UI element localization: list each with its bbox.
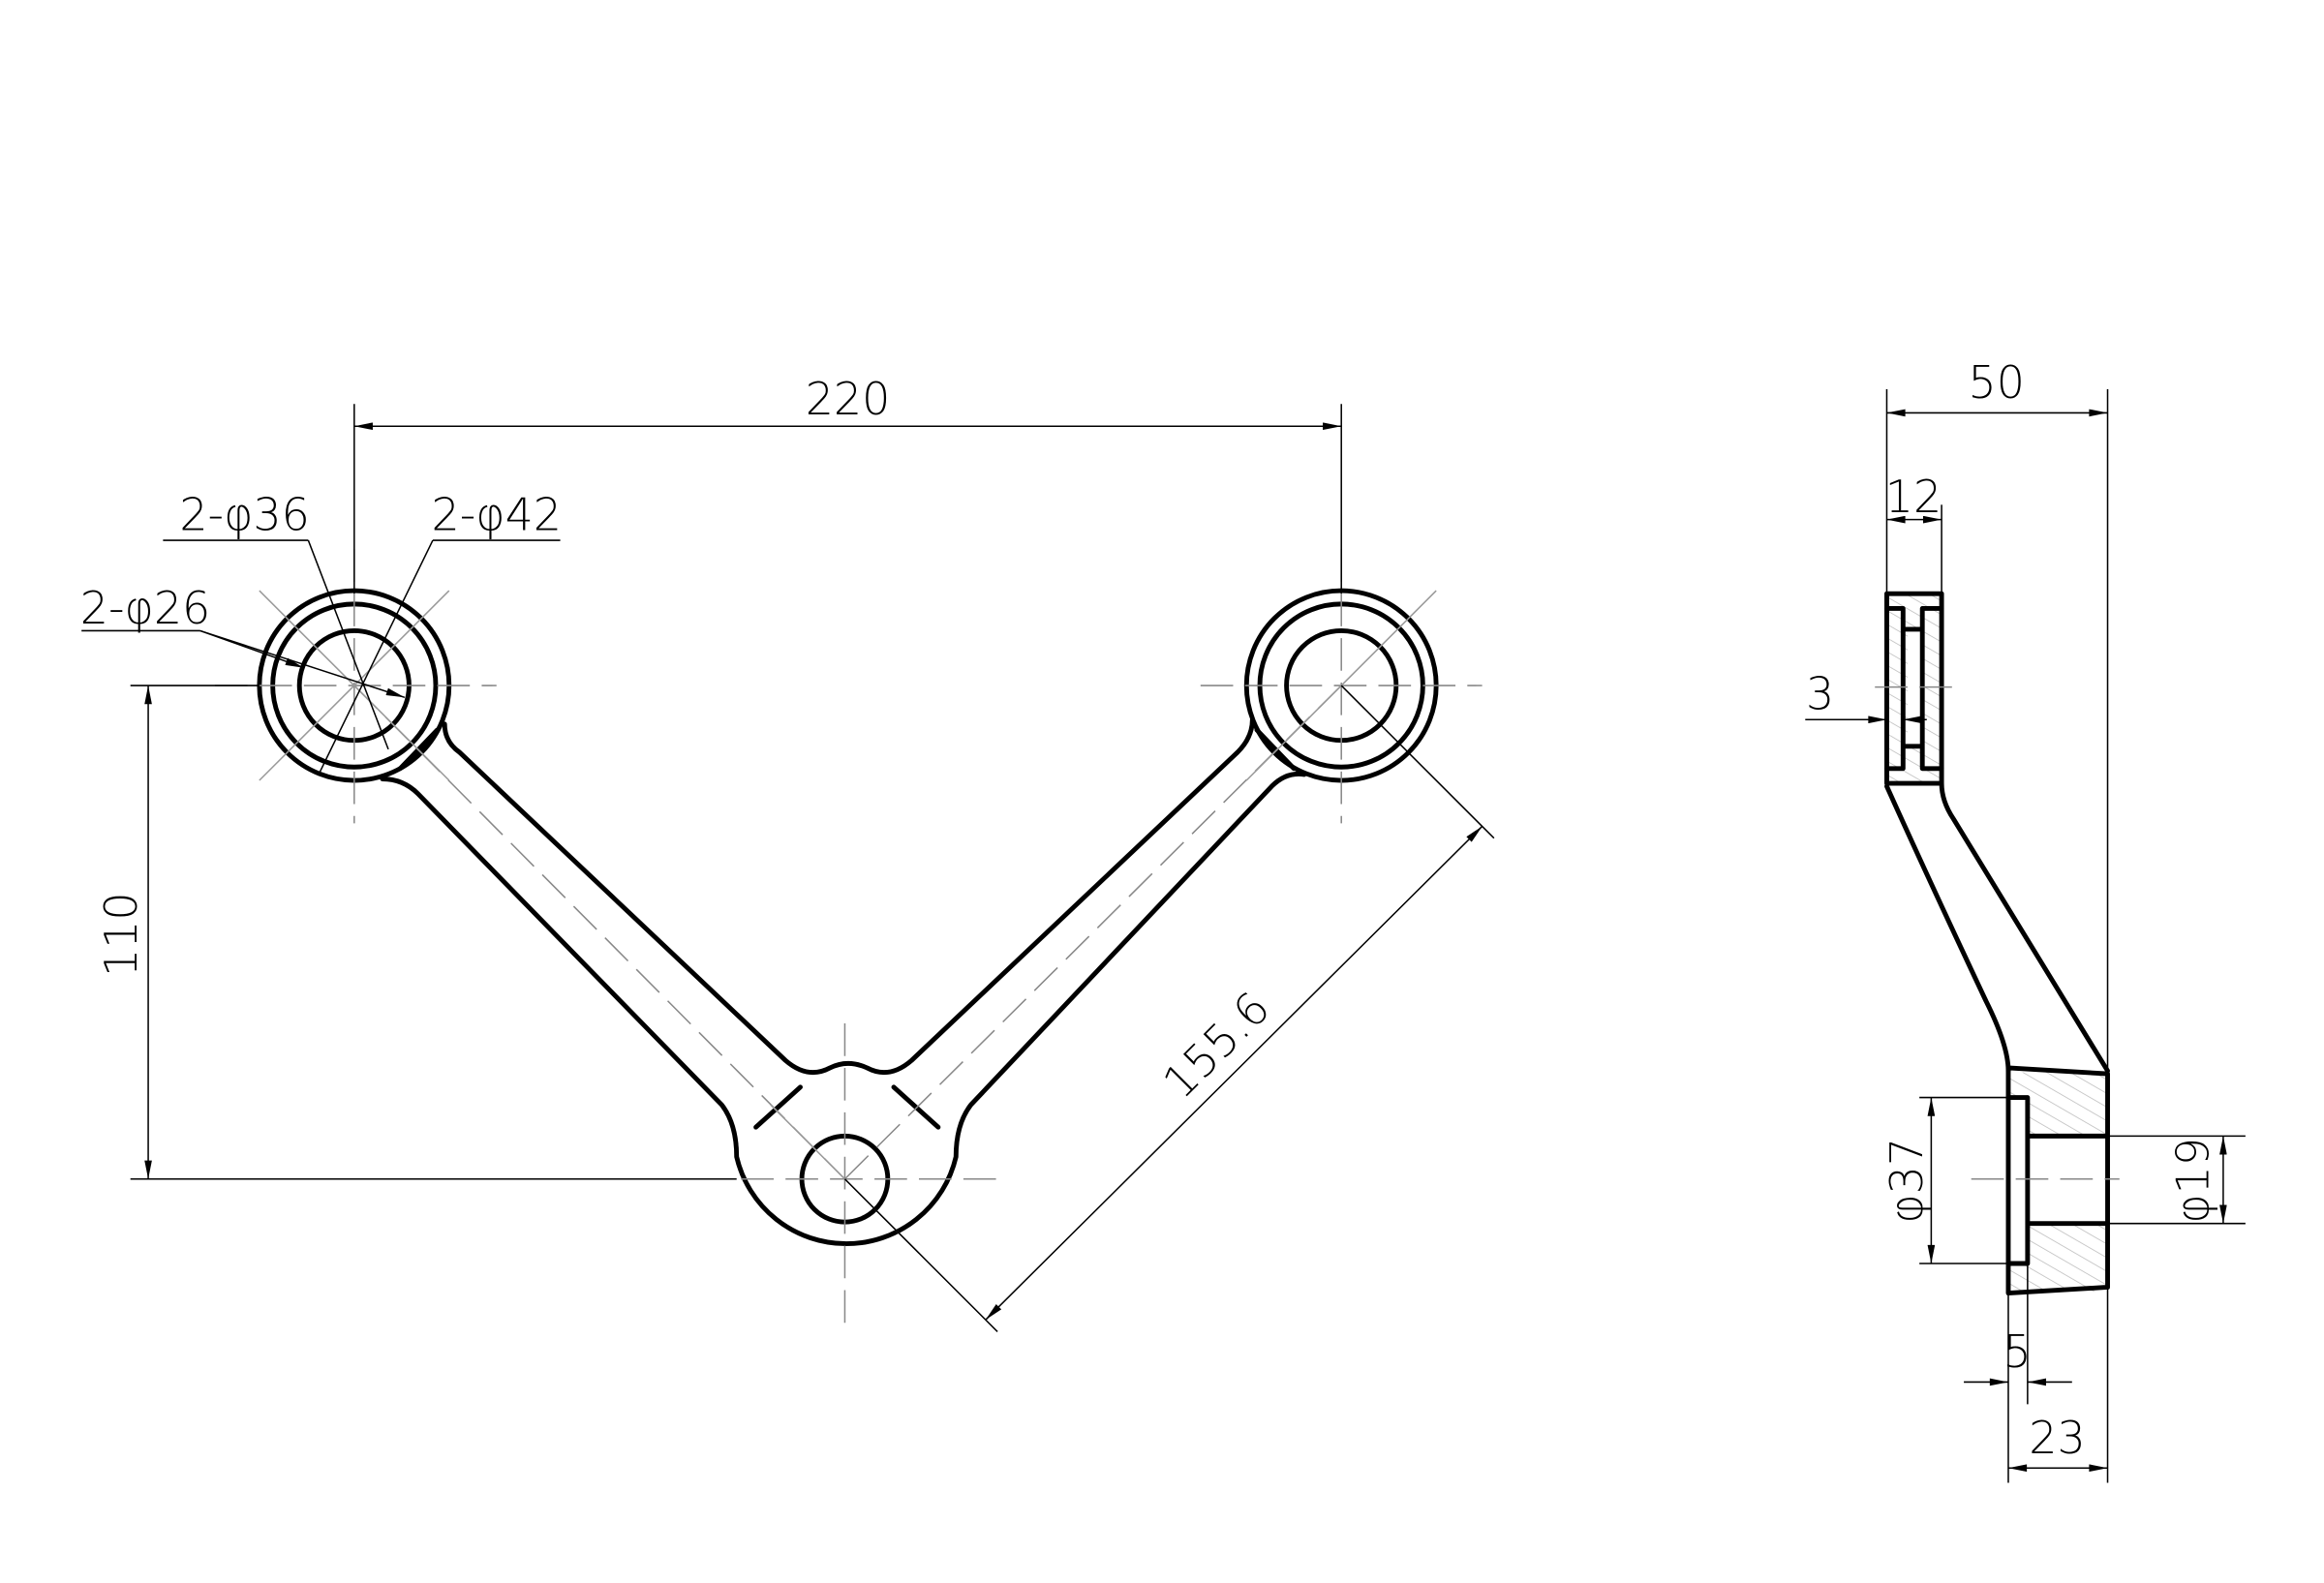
dim-phi37-label: φ37 <box>1881 1138 1933 1224</box>
front-view: 220 110 155.6 2-φ36 2-φ42 2-φ26 <box>80 373 1495 1335</box>
dim-23-label: 23 <box>2029 1412 2085 1464</box>
dim-110-label: 110 <box>95 892 147 977</box>
dim-hole-26-label: 2-φ26 <box>80 582 210 634</box>
dim-3-label: 3 <box>1806 668 1834 720</box>
dimension-155-6: 155.6 <box>843 685 1495 1332</box>
side-view: 50 12 3 φ37 φ19 5 <box>1805 356 2246 1483</box>
dimension-110: 110 <box>95 685 737 1180</box>
dimension-5: 5 <box>1964 1263 2072 1483</box>
dimension-50: 50 <box>1885 356 2109 1068</box>
dim-220-label: 220 <box>806 373 891 425</box>
dimension-phi19: φ19 <box>2107 1135 2246 1225</box>
arms-outline <box>380 716 1307 1246</box>
dim-50-label: 50 <box>1969 356 2025 409</box>
dimension-23: 23 <box>2007 1287 2109 1483</box>
leader-holes: 2-φ36 2-φ42 2-φ26 <box>80 488 562 776</box>
dim-phi19-label: φ19 <box>2167 1138 2219 1224</box>
dim-12-label: 12 <box>1885 471 1942 523</box>
dim-5-label: 5 <box>2003 1325 2032 1378</box>
dimension-12: 12 <box>1885 471 1942 594</box>
dimension-3: 3 <box>1805 668 1927 724</box>
dim-hole-42-label: 2-φ42 <box>432 488 562 540</box>
dim-hole-36-label: 2-φ36 <box>179 488 309 540</box>
dim-155-6-label: 155.6 <box>1152 982 1279 1109</box>
dimension-phi37: φ37 <box>1881 1096 2008 1264</box>
dimension-220: 220 <box>353 373 1342 594</box>
